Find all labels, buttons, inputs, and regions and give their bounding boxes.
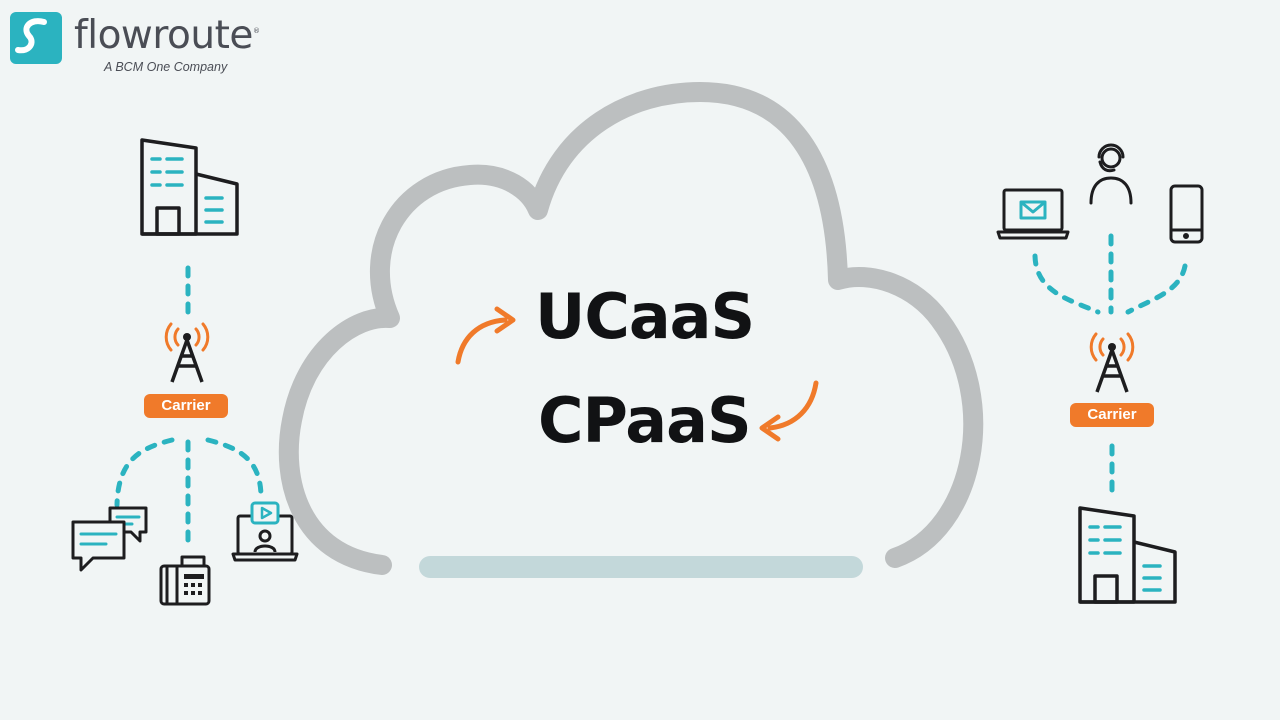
video-call-laptop-icon: [231, 501, 299, 562]
office-building-icon: [140, 138, 239, 236]
right-carrier-badge: Carrier: [1070, 403, 1154, 427]
left-carrier-badge: Carrier: [144, 394, 228, 418]
flowroute-logo-mark-icon: [10, 12, 62, 64]
office-building-icon: [1078, 506, 1177, 604]
brand-name: flowroute: [74, 13, 253, 58]
chat-bubbles-icon: [71, 506, 148, 572]
ucaas-arrow-icon: [455, 306, 516, 365]
cloud-shape: [278, 82, 984, 578]
ucaas-label: UCaaS: [535, 280, 755, 353]
cell-tower-icon: [1089, 332, 1135, 393]
email-laptop-icon: [996, 188, 1070, 240]
smartphone-icon: [1169, 184, 1204, 244]
registered-mark: ®: [253, 27, 260, 35]
cpaas-arrow-icon: [759, 380, 819, 442]
cpaas-label: CPaaS: [538, 384, 752, 457]
support-agent-icon: [1089, 143, 1133, 205]
brand-tagline: A BCM One Company: [104, 60, 228, 74]
fax-phone-icon: [159, 555, 211, 606]
cell-tower-icon: [164, 322, 210, 383]
